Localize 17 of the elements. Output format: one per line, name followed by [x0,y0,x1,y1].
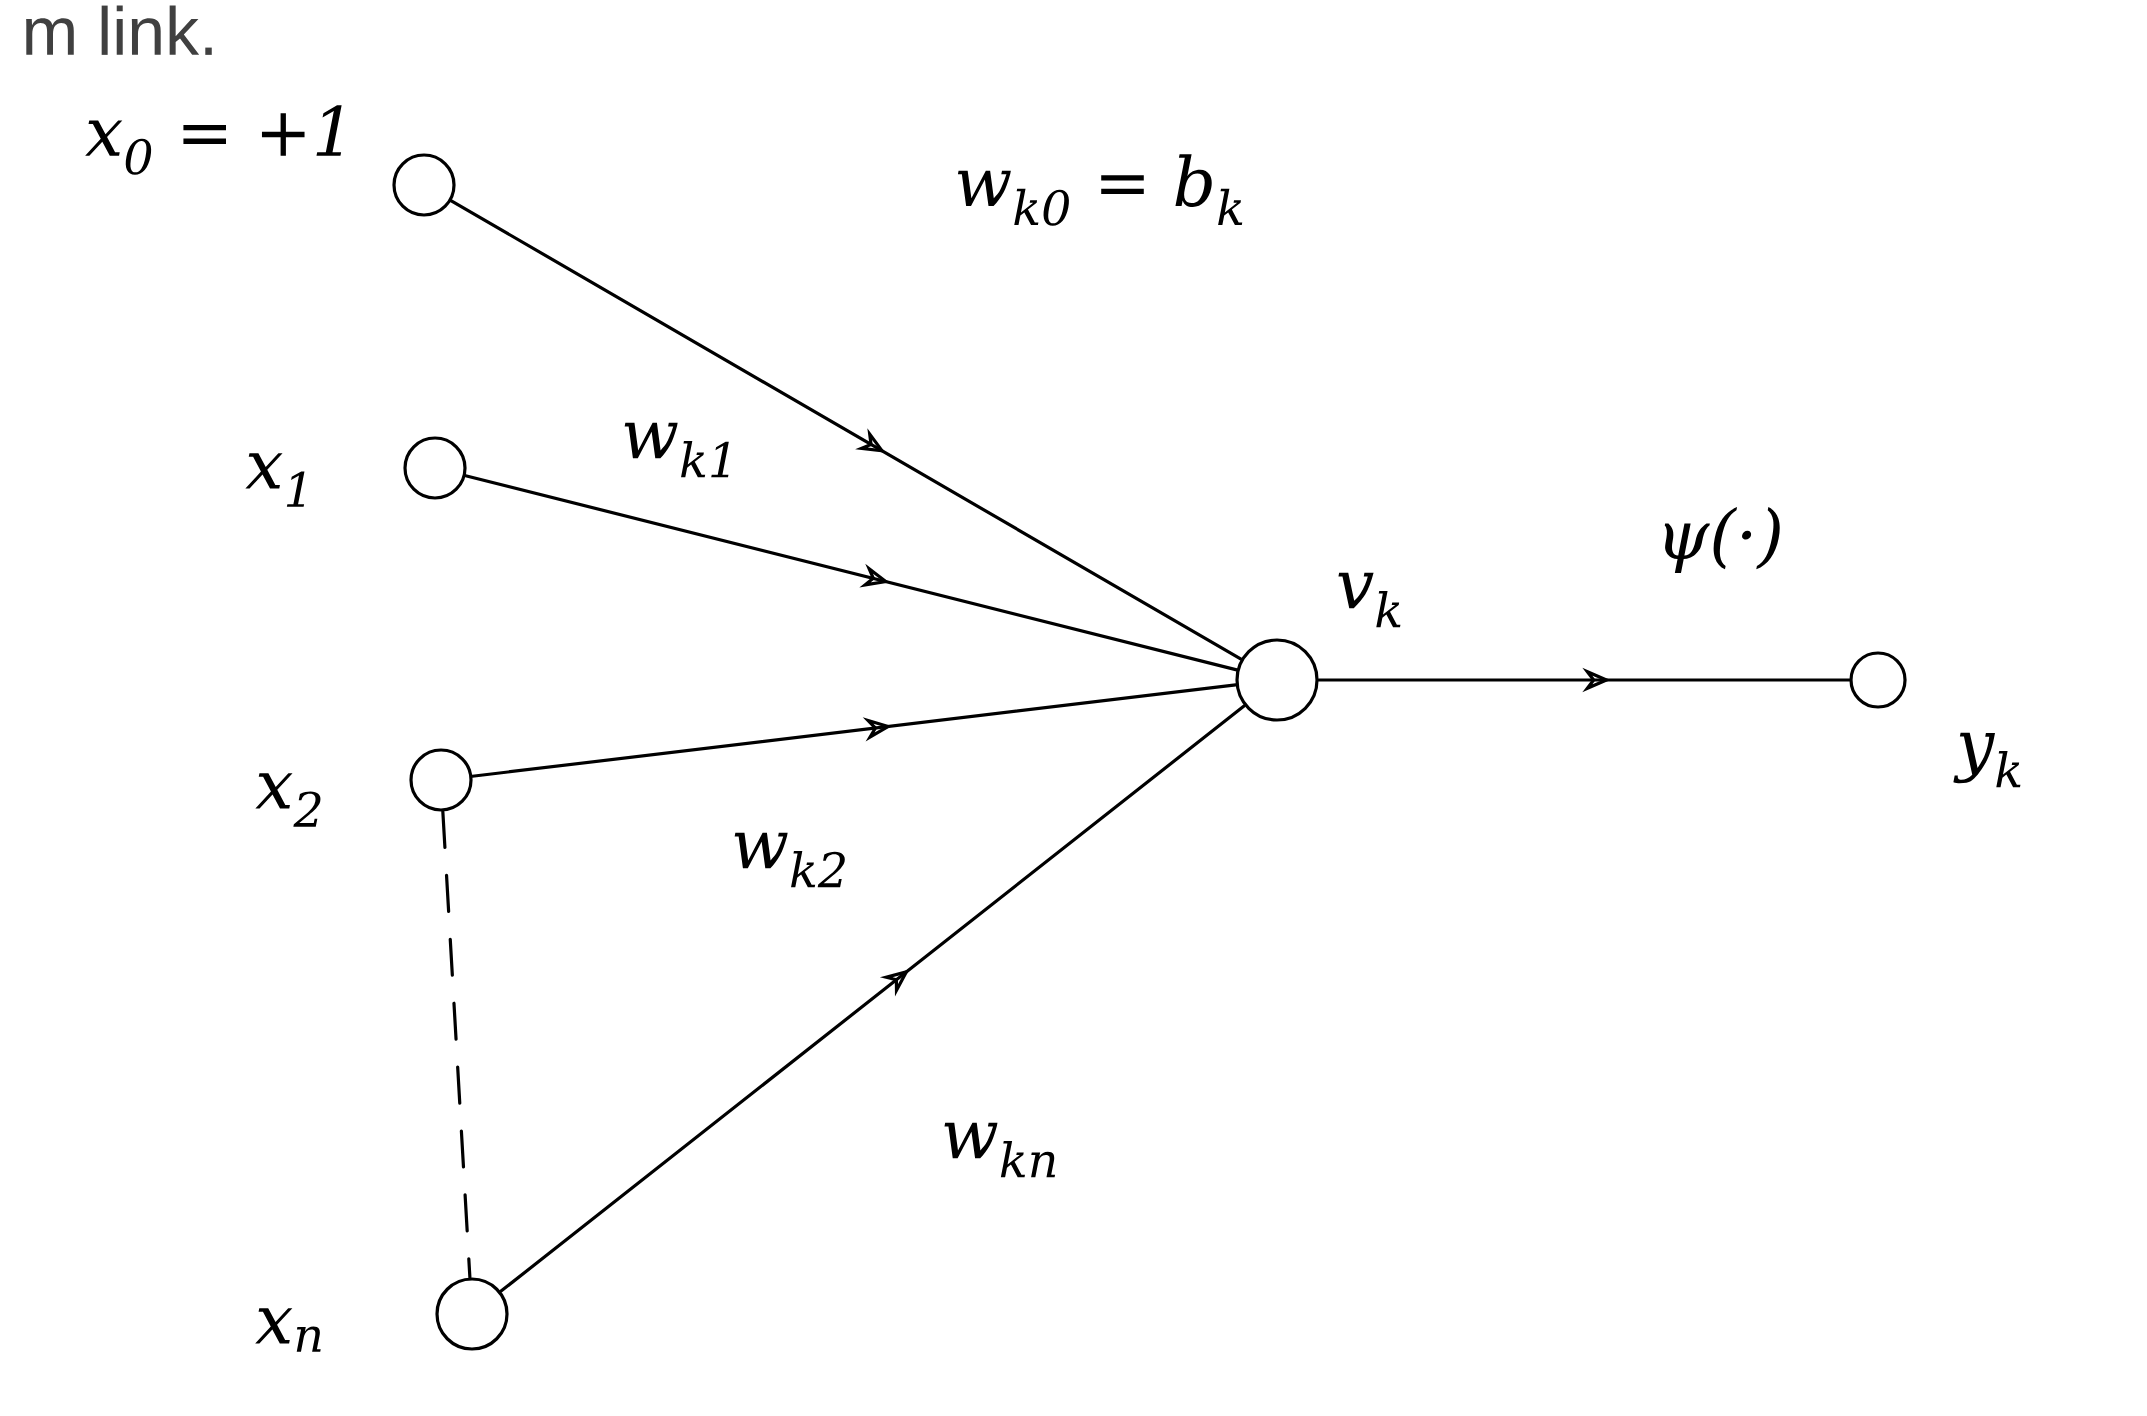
node-label: v$_{k}$ [1338,572,1401,628]
edge-label: w$_{k0}$ = b$_{k}$ [950,150,1250,230]
arrow [499,704,1246,1293]
arrow [464,474,1239,672]
edge-label: ψ(·) [1652,503,1788,577]
edge-label: w$_{kn}$ [936,1118,1064,1182]
connector-line [441,809,472,1280]
node-label: x$_{0}$ = +1 [85,105,342,175]
cut-off-text: m link. [26,5,212,55]
node-label: x$_{n}$ [255,1308,321,1352]
arrow [470,683,1238,778]
node-label: y$_{k}$ [1953,732,2021,788]
edge-label: w$_{k2}$ [726,828,854,892]
node-label: x$_{2}$ [255,773,321,827]
arrow [449,199,1243,661]
edge-label: w$_{k1}$ [616,418,744,482]
node-label: x$_{1}$ [245,453,305,507]
